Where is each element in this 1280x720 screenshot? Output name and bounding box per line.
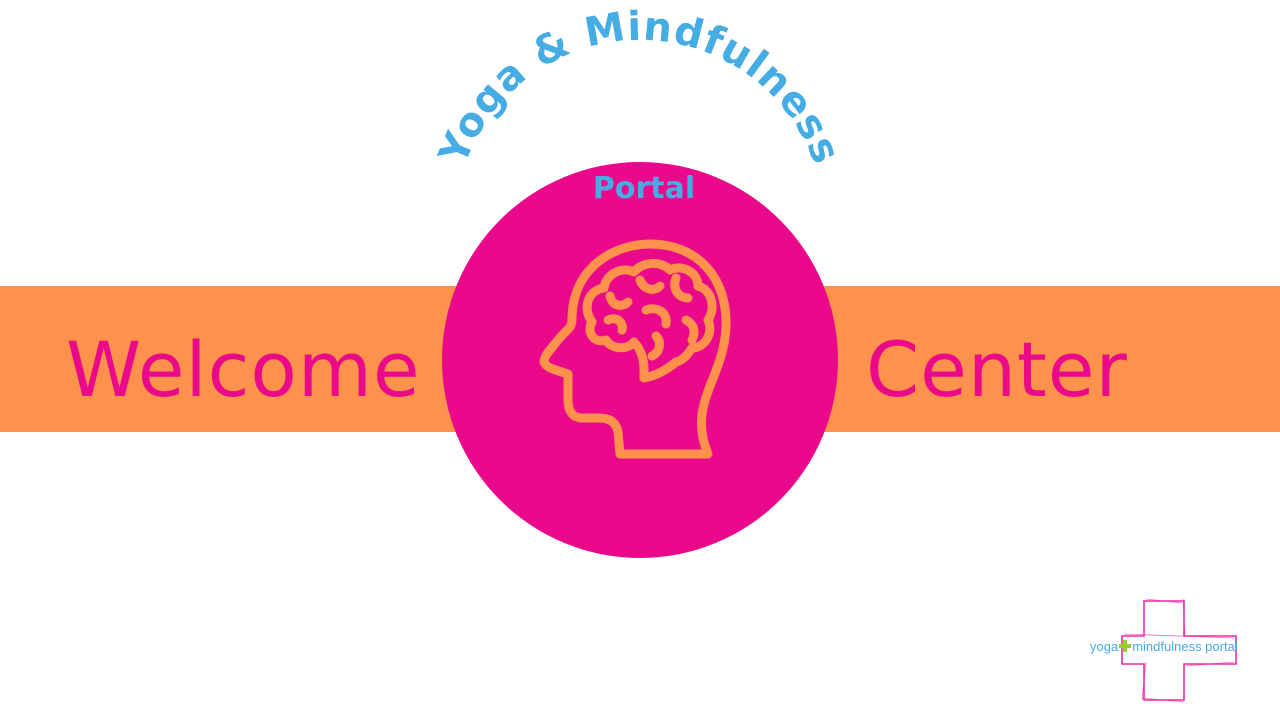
logo-text-right: mindfulness portal	[1132, 639, 1238, 654]
plus-cross-icon	[1121, 598, 1237, 703]
logo-text: yoga mindfulness portal	[1090, 639, 1238, 654]
portal-logo: yoga mindfulness portal	[1084, 596, 1264, 704]
center-heading: Center	[866, 325, 1128, 414]
green-plus-icon	[1119, 640, 1132, 652]
arc-title-text: Yoga & Mindfulness	[430, 4, 848, 172]
logo-text-left: yoga	[1090, 639, 1119, 654]
welcome-heading: Welcome	[66, 325, 421, 414]
portal-subtitle: Portal	[592, 171, 696, 206]
svg-text:Yoga & Mindfulness: Yoga & Mindfulness	[430, 4, 849, 172]
head-brain-icon	[539, 239, 731, 459]
